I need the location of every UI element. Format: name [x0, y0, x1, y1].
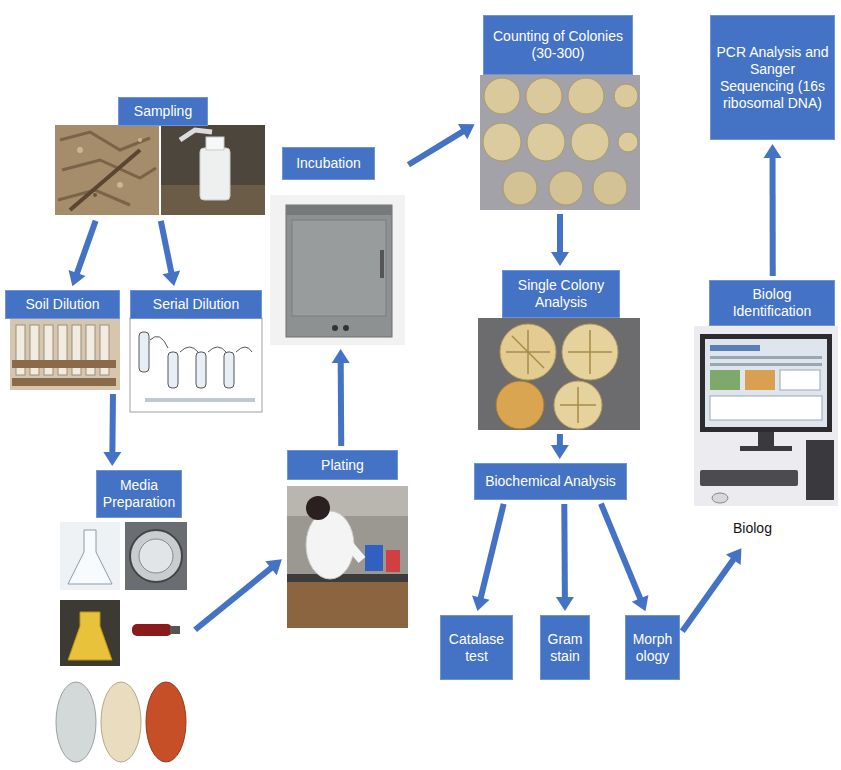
arrow-shaft: [682, 558, 734, 631]
step-panel: Soil Dilution: [5, 290, 125, 390]
arrow-head: [556, 597, 574, 611]
step-panel: Serial Dilution: [128, 290, 262, 412]
flow-arrow: [472, 504, 504, 611]
incubator-photo: [270, 195, 405, 345]
flow-arrow: [764, 144, 782, 276]
arrow-shaft: [338, 361, 345, 446]
arrow-shaft: [557, 214, 563, 254]
arrow-head: [103, 452, 121, 466]
step-label-box: Biolog Identification: [709, 280, 835, 326]
arrow-head: [472, 595, 489, 611]
step-panel: Plating: [285, 450, 410, 628]
arrow-shaft: [76, 221, 95, 275]
petri-dishes-photo: [480, 75, 640, 210]
arrow-shaft: [195, 567, 272, 630]
flow-arrow: [69, 221, 96, 286]
arrow-head: [69, 270, 86, 286]
process-box: Biochemical Analysis: [474, 463, 627, 500]
step-text: Catalase test: [444, 631, 509, 665]
step-text: Serial Dilution: [153, 296, 239, 313]
media-photos: [56, 522, 187, 762]
arrow-head: [551, 445, 569, 459]
serial-dilution-schematic: [130, 318, 262, 412]
step-text: Media Preparation: [100, 477, 178, 511]
step-label-box: Sampling: [118, 97, 208, 126]
step-label-box: Serial Dilution: [130, 290, 262, 319]
flow-arrow: [551, 434, 569, 459]
step-panel: Counting of Colonies (30-300): [478, 15, 642, 210]
bottle-photo: [161, 125, 265, 215]
plating-photo: [287, 486, 408, 628]
arrow-head: [458, 124, 475, 139]
step-text: Counting of Colonies (30-300): [487, 28, 629, 62]
arrow-shaft: [161, 221, 172, 274]
arrow-shaft: [601, 504, 641, 601]
step-text: Single Colony Analysis: [506, 277, 616, 311]
process-box: Catalase test: [440, 615, 513, 680]
step-text: Biolog Identification: [713, 286, 831, 320]
step-panel: Sampling: [55, 97, 265, 217]
step-text: Soil Dilution: [26, 296, 100, 313]
step-text: Plating: [321, 457, 364, 474]
flow-arrow: [103, 394, 121, 466]
process-box: PCR Analysis and Sanger Sequencing (16s …: [710, 15, 835, 140]
arrow-head: [726, 548, 741, 565]
flow-arrow: [195, 559, 282, 629]
arrow-shaft: [408, 131, 464, 165]
step-text: Gram stain: [544, 631, 586, 665]
device-label: Biolog: [733, 520, 772, 537]
flow-arrow: [551, 214, 569, 266]
flow-arrow: [556, 504, 574, 611]
step-text: Morphology: [629, 631, 676, 665]
step-text: PCR Analysis and Sanger Sequencing (16s …: [714, 44, 831, 112]
arrow-head: [764, 144, 782, 158]
step-label-box: Single Colony Analysis: [502, 270, 620, 318]
arrow-head: [265, 559, 282, 575]
step-label-box: Counting of Colonies (30-300): [483, 15, 633, 75]
arrow-shaft: [561, 504, 568, 599]
step-panel: Incubation: [268, 147, 405, 345]
arrow-head: [551, 252, 569, 266]
flow-arrow: [601, 504, 648, 612]
step-text: Incubation: [296, 155, 361, 172]
single-colony-photo: [478, 318, 640, 430]
step-panel: Single Colony Analysis: [478, 270, 642, 430]
arrow-shaft: [480, 504, 503, 600]
step-text: Biochemical Analysis: [485, 473, 616, 490]
flow-arrow: [161, 221, 180, 286]
step-label-box: Incubation: [282, 147, 375, 180]
arrow-shaft: [109, 394, 116, 454]
flow-arrow: [408, 124, 474, 165]
process-box: Morphology: [625, 615, 680, 680]
step-text: Sampling: [134, 103, 192, 120]
flow-arrow: [332, 349, 350, 446]
step-label-box: Soil Dilution: [5, 290, 120, 319]
arrow-shaft: [770, 156, 776, 276]
biolog-computer: [694, 326, 838, 506]
process-box: Gram stain: [540, 615, 590, 680]
flow-arrow: [682, 548, 741, 631]
step-label-box: Media Preparation: [96, 470, 182, 518]
arrow-head: [162, 271, 180, 287]
test-tube-rack-photo: [10, 318, 120, 390]
soil-photo: [55, 125, 159, 215]
arrow-head: [332, 349, 350, 363]
step-panel: Media Preparation: [52, 470, 192, 765]
step-panel: Biolog Identification: [693, 280, 838, 545]
arrow-head: [632, 595, 649, 611]
step-label-box: Plating: [287, 450, 398, 480]
